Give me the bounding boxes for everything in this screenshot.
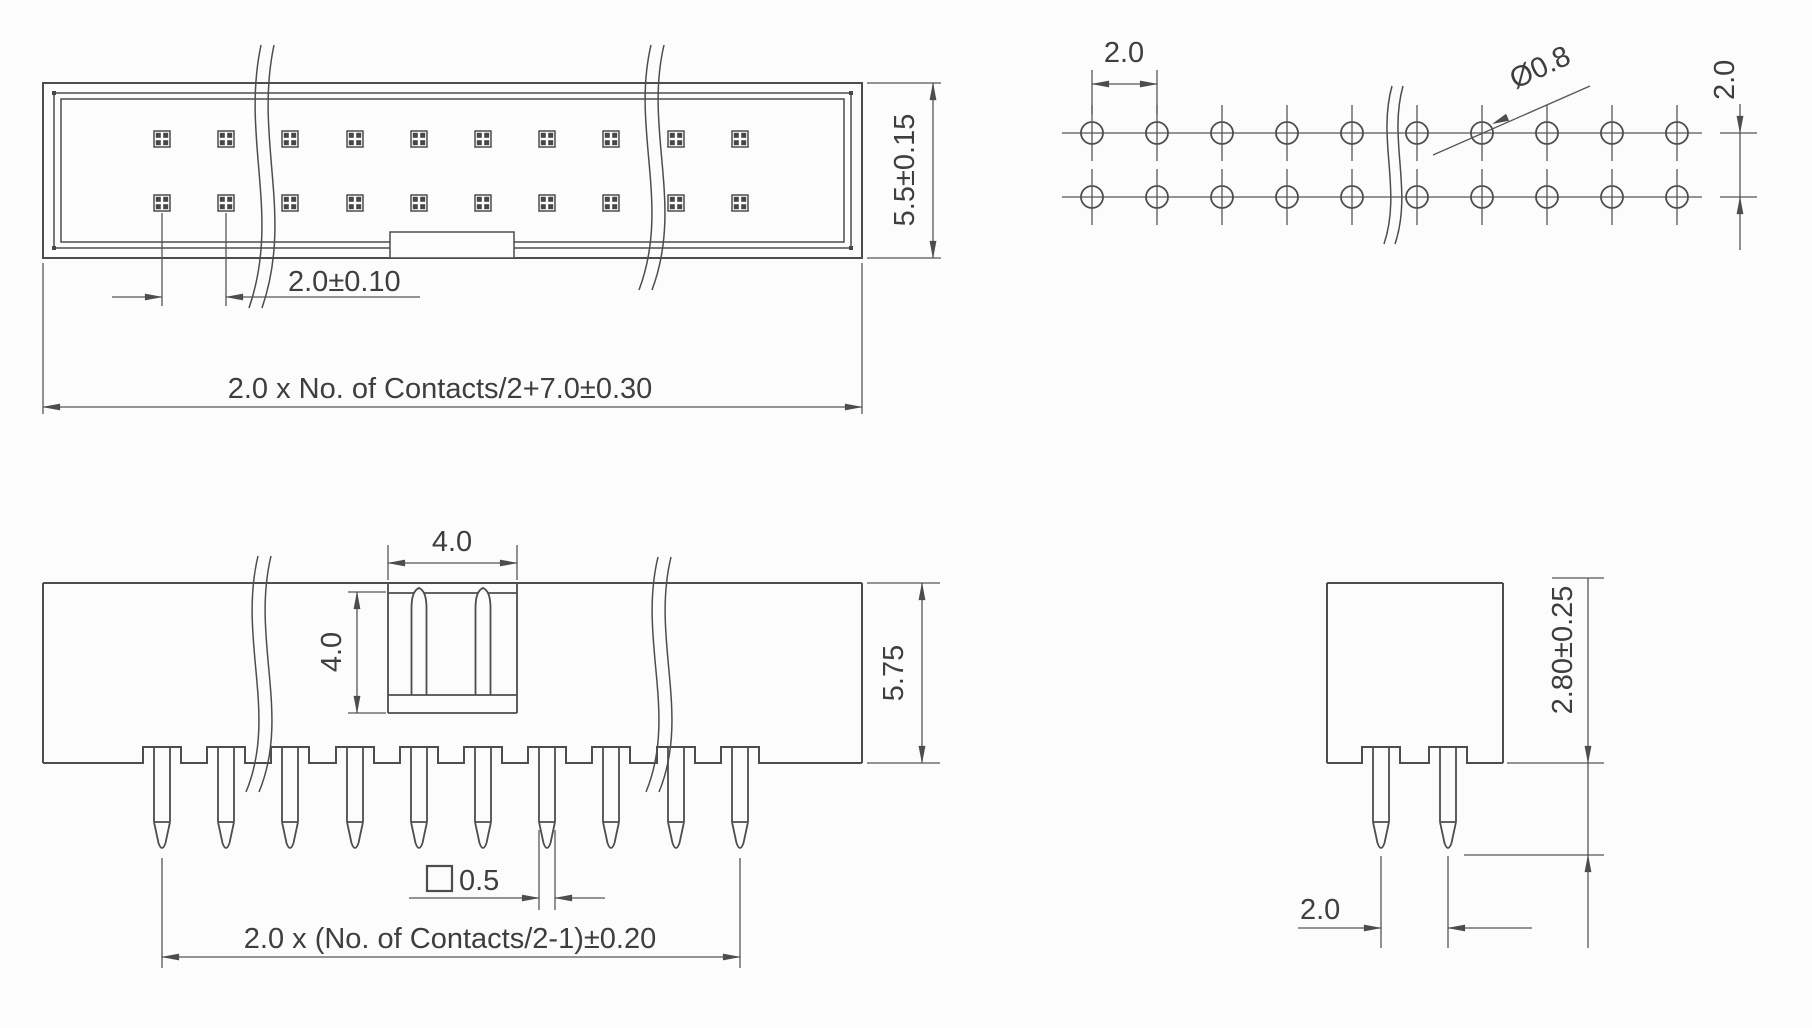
- dim-text-hole-diameter: Ø0.8: [1505, 40, 1576, 96]
- dim-hole-diameter: Ø0.8: [1432, 40, 1591, 156]
- leader-arrow: [1492, 113, 1510, 124]
- front-view: 4.0 4.0 5.75 0.5: [42, 526, 940, 968]
- contact-pin: [281, 130, 299, 148]
- break-line: [1383, 85, 1393, 245]
- dim-text-hole-pitch: 2.0: [1104, 37, 1144, 69]
- contact-pin: [410, 194, 428, 212]
- solder-pin: [153, 746, 171, 849]
- solder-pin: [217, 746, 235, 849]
- contact-pin: [217, 130, 235, 148]
- mating-pin-tip: [410, 587, 428, 695]
- contact-pin: [346, 130, 364, 148]
- corner-mark: [849, 246, 853, 250]
- dim-body-height: 5.75: [867, 582, 940, 764]
- corner-mark: [52, 246, 56, 250]
- dim-text-side-pin-pitch: 2.0: [1300, 894, 1340, 926]
- key-slot-detail: [387, 583, 518, 714]
- dim-body-width: 5.5±0.15: [867, 82, 941, 259]
- contact-pin: [153, 130, 171, 148]
- break-line: [245, 555, 260, 793]
- shroud-wall-outline: [53, 92, 852, 249]
- dim-text-pin-tail: 2.80±0.25: [1547, 586, 1579, 715]
- dim-overall-length: 2.0 x No. of Contacts/2+7.0±0.30: [42, 263, 863, 414]
- dim-text-body-width: 5.5±0.15: [889, 114, 921, 227]
- break-line: [645, 556, 660, 793]
- body-outline: [1326, 582, 1504, 763]
- mating-pin-tip: [474, 587, 492, 695]
- hole-grid: [1080, 104, 1689, 226]
- break-line: [261, 44, 276, 309]
- solder-pin: [1372, 746, 1390, 849]
- dim-hole-pitch: 2.0: [1091, 37, 1158, 114]
- dim-text-key-slot-width: 4.0: [432, 526, 472, 558]
- break-line: [248, 44, 263, 309]
- solder-pin: [1439, 746, 1457, 849]
- contact-grid: [153, 130, 749, 212]
- dim-text-contact-pitch: 2.0±0.10: [288, 266, 401, 298]
- dim-contact-pitch: 2.0±0.10: [112, 213, 420, 306]
- dim-text-overall-length: 2.0 x No. of Contacts/2+7.0±0.30: [228, 373, 653, 405]
- contact-pin: [667, 194, 685, 212]
- contact-pin: [731, 194, 749, 212]
- body-outline: [42, 582, 863, 763]
- solder-pin: [474, 746, 492, 849]
- square-symbol: [425, 864, 454, 893]
- dim-text-pin-row-span: 2.0 x (No. of Contacts/2-1)±0.20: [244, 923, 656, 955]
- dim-text-key-slot-depth: 4.0: [316, 632, 348, 672]
- contact-pin: [538, 130, 556, 148]
- contact-pin: [153, 194, 171, 212]
- break-line: [658, 556, 673, 793]
- solder-pin: [667, 746, 685, 849]
- contact-pin: [731, 130, 749, 148]
- polarization-key-notch: [389, 231, 515, 259]
- dim-text-pin-square: 0.5: [459, 865, 499, 897]
- solder-pin: [538, 746, 556, 849]
- contact-pin: [281, 194, 299, 212]
- break-line: [651, 44, 666, 291]
- shroud-opening-outline: [60, 98, 845, 243]
- body-bottom-standoff-profile: [43, 746, 862, 764]
- side-view: 2.80±0.25 2.0: [1298, 577, 1604, 948]
- solder-pin: [731, 746, 749, 849]
- dim-side-pin-pitch: 2.0: [1298, 894, 1532, 932]
- contact-pin: [667, 130, 685, 148]
- solder-pin: [346, 746, 364, 849]
- dim-pin-row-span: 2.0 x (No. of Contacts/2-1)±0.20: [161, 858, 741, 968]
- corner-mark: [849, 91, 853, 95]
- dim-key-slot-width: 4.0: [387, 526, 518, 580]
- contact-pin: [538, 194, 556, 212]
- contact-pin: [474, 194, 492, 212]
- dim-text-body-height: 5.75: [878, 645, 910, 701]
- solder-pin: [410, 746, 428, 849]
- top-view: 2.0±0.10 2.0 x No. of Contacts/2+7.0±0.3…: [42, 44, 941, 414]
- body-bottom-standoff-profile: [1327, 746, 1503, 764]
- contact-pin: [474, 130, 492, 148]
- break-line: [258, 555, 273, 793]
- contact-pin: [602, 130, 620, 148]
- dim-pin-tail: 2.80±0.25: [1464, 577, 1604, 948]
- contact-pin: [346, 194, 364, 212]
- contact-pin: [602, 194, 620, 212]
- contact-pin: [410, 130, 428, 148]
- dim-key-slot-depth: 4.0: [316, 591, 386, 714]
- break-line: [638, 44, 653, 291]
- break-line: [1394, 85, 1404, 245]
- solder-pin: [281, 746, 299, 849]
- pcb-hole-layout-view: 2.0 Ø0.8 2.0: [1062, 37, 1757, 250]
- dim-pin-square: 0.5: [409, 830, 605, 910]
- dim-row-spacing: 2.0: [1709, 60, 1757, 250]
- dim-text-row-spacing: 2.0: [1709, 60, 1741, 100]
- contact-pin: [217, 194, 235, 212]
- solder-pin: [602, 746, 620, 849]
- corner-mark: [52, 91, 56, 95]
